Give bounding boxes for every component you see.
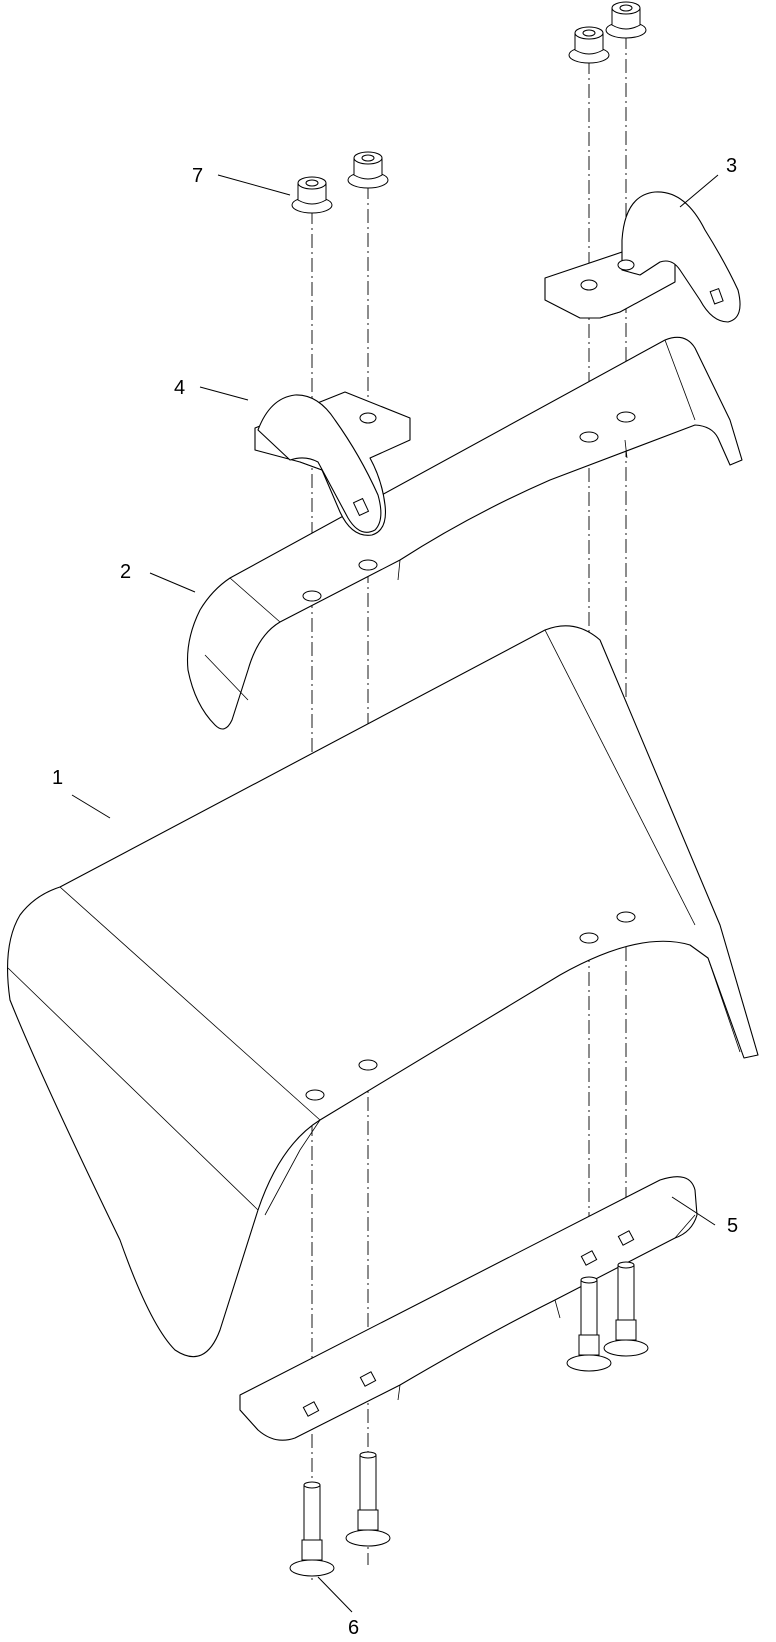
hole [617, 259, 635, 271]
square-hole [359, 1371, 377, 1387]
carriage-bolt [603, 1261, 649, 1357]
slot [709, 288, 724, 305]
callout-5: 5 [727, 1215, 738, 1237]
hole [359, 412, 377, 424]
carriage-bolt [566, 1276, 612, 1372]
leader-3 [679, 174, 719, 208]
callout-labels: 1 2 3 4 5 6 7 [52, 155, 738, 1639]
leader-2 [149, 572, 196, 593]
part-2-upper-strip [186, 336, 743, 730]
hole [579, 431, 599, 443]
callout-2: 2 [120, 561, 131, 583]
hole [579, 932, 599, 944]
flange-nut [568, 26, 610, 64]
hole [616, 911, 636, 923]
hole [580, 279, 598, 291]
part-3-right-bracket [544, 191, 741, 323]
callout-7: 7 [192, 165, 203, 187]
callout-6: 6 [348, 1617, 359, 1639]
leader-6 [317, 1576, 353, 1613]
leader-5 [671, 1196, 716, 1226]
square-hole [302, 1401, 320, 1417]
part-5-lower-strip [239, 1176, 698, 1441]
part-7-flange-nuts [291, 1, 647, 214]
callout-4: 4 [174, 377, 185, 399]
carriage-bolt [345, 1451, 391, 1547]
part-1-deflector [6, 625, 759, 1358]
leader-1 [71, 794, 111, 819]
flange-nut [605, 1, 647, 39]
leader-4 [199, 386, 249, 401]
callout-3: 3 [726, 155, 737, 177]
slot [352, 497, 370, 517]
square-hole [617, 1230, 635, 1246]
hole [358, 559, 378, 571]
carriage-bolt [289, 1481, 335, 1577]
hole [305, 1089, 325, 1101]
hole [302, 590, 322, 602]
hole [358, 1059, 378, 1071]
square-hole [580, 1250, 598, 1266]
callout-leaders [71, 174, 719, 1613]
callout-1: 1 [52, 767, 63, 789]
flange-nut [347, 151, 389, 189]
hole [616, 411, 636, 423]
part-6-carriage-bolts [289, 1261, 649, 1577]
flange-nut [291, 176, 333, 214]
leader-7 [217, 174, 291, 196]
part-4-left-bracket [254, 391, 411, 536]
